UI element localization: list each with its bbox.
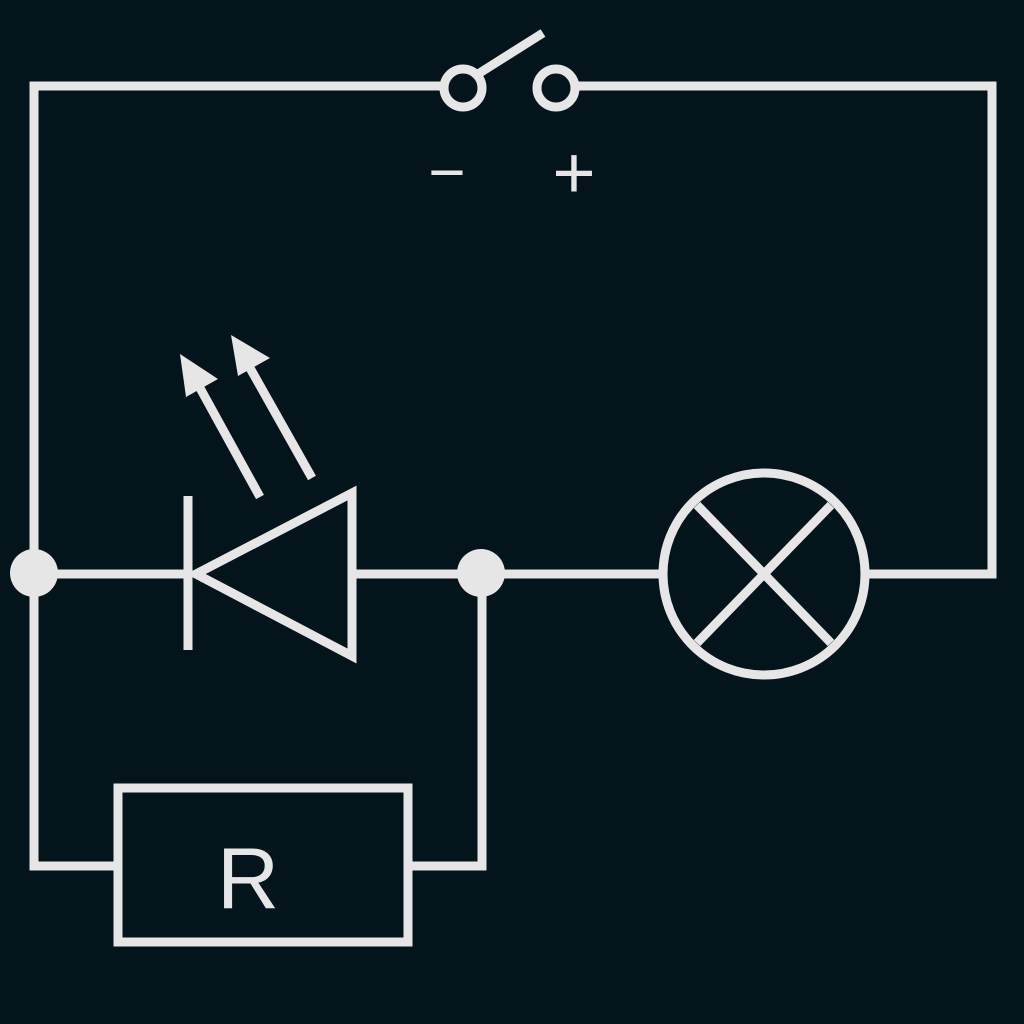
battery-negative-label: − bbox=[428, 136, 465, 208]
led-icon bbox=[180, 335, 357, 664]
battery-positive-label: + bbox=[552, 131, 595, 214]
junction-node-icon bbox=[457, 549, 505, 597]
resistor-icon bbox=[113, 783, 413, 947]
lamp-icon bbox=[658, 468, 870, 680]
wire-top-right bbox=[576, 81, 997, 579]
resistor-label: R bbox=[217, 831, 279, 927]
junction-node-icon bbox=[10, 549, 58, 597]
wire-top-left bbox=[29, 81, 444, 574]
wire-left-to-resistor bbox=[29, 574, 118, 871]
switch-icon bbox=[439, 29, 580, 112]
wire-resistor-to-node bbox=[408, 574, 487, 871]
battery-polarity: − + bbox=[428, 131, 595, 214]
